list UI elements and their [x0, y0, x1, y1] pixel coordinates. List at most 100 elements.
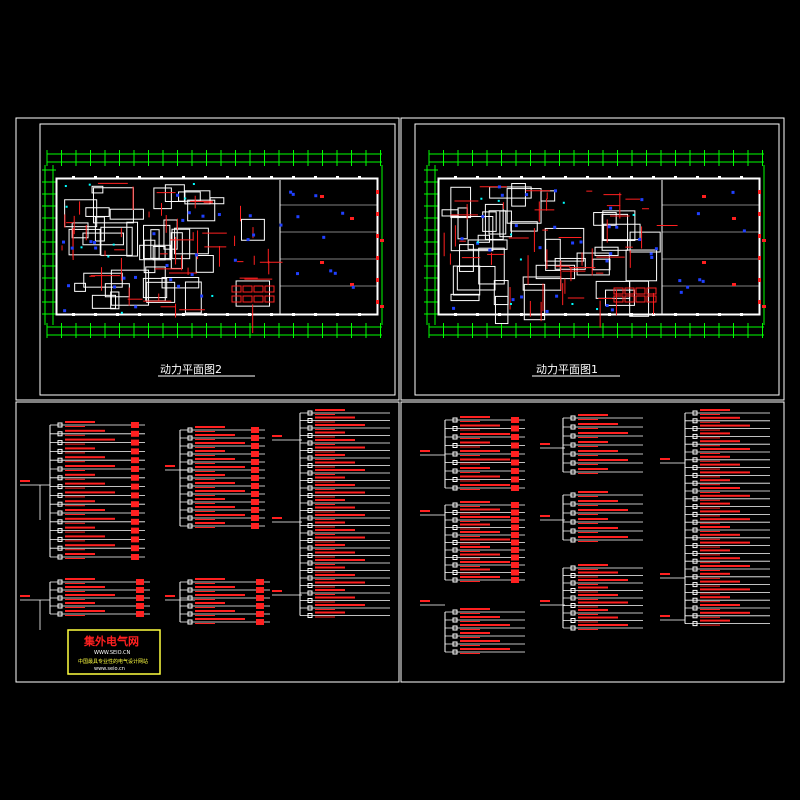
- room-wall: [499, 210, 512, 238]
- circuit-label-bar: [65, 544, 115, 547]
- circuit-label-bar: [195, 431, 215, 432]
- circuit-label-bar: [578, 496, 598, 497]
- device-symbol: [94, 246, 98, 250]
- junction-mark: [88, 183, 91, 186]
- breaker-symbol: [187, 579, 193, 585]
- logo-subtitle-2: www.seio.cn: [94, 666, 125, 672]
- device-symbol: [201, 214, 205, 218]
- device-symbol: [351, 285, 355, 289]
- circuit-label-bar: [195, 434, 235, 436]
- room-wall: [161, 277, 200, 289]
- breaker-symbol: [307, 448, 313, 453]
- circuit-label-bar: [65, 615, 85, 616]
- circuit-label-bar: [700, 572, 730, 575]
- breaker-symbol: [452, 547, 458, 553]
- circuit-label-bar: [460, 528, 480, 530]
- structural-column: [696, 176, 699, 179]
- room-wall: [535, 264, 576, 280]
- circuit-label-bar: [315, 481, 335, 483]
- circuit-label-bar: [315, 574, 355, 576]
- circuit-label-bar: [315, 521, 345, 524]
- junction-mark: [184, 197, 187, 200]
- device-symbol: [696, 212, 700, 216]
- circuit-label-bar: [195, 495, 215, 496]
- room-wall: [184, 190, 211, 205]
- circuit-label-bar: [315, 429, 335, 430]
- breaker-symbol: [692, 433, 698, 439]
- structural-column: [226, 313, 229, 316]
- breaker-symbol: [692, 550, 698, 556]
- load-tag: [131, 545, 139, 552]
- structural-column: [160, 176, 163, 179]
- breaker-symbol: [57, 466, 63, 472]
- load-tag: [511, 577, 519, 583]
- circuit-label-bar: [315, 416, 355, 419]
- circuit-label-bar: [700, 494, 750, 497]
- circuit-label-bar: [195, 586, 235, 588]
- equipment-panel: [624, 295, 635, 303]
- breaker-symbol: [692, 472, 698, 478]
- room-wall: [629, 280, 650, 317]
- circuit-label-bar: [700, 565, 750, 567]
- circuit-label-bar: [578, 599, 598, 600]
- room-wall: [82, 232, 124, 246]
- structural-column: [520, 176, 523, 179]
- circuit-label-bar: [578, 437, 598, 438]
- structural-column: [292, 313, 295, 316]
- room-wall: [71, 222, 89, 239]
- load-tag: [251, 443, 259, 449]
- breaker-symbol: [187, 603, 193, 609]
- breaker-symbol: [307, 598, 313, 603]
- circuit-label-bar: [700, 448, 750, 450]
- circuit-label-bar: [195, 602, 225, 604]
- breaker-symbol: [692, 566, 698, 572]
- circuit-label-bar: [700, 515, 720, 517]
- circuit-label-bar: [65, 586, 105, 588]
- breaker-symbol: [452, 443, 458, 448]
- room-wall: [484, 203, 504, 240]
- device-symbol: [698, 278, 702, 282]
- structural-column: [454, 313, 457, 316]
- circuit-label-bar: [460, 561, 510, 563]
- circuit-label-bar: [195, 439, 215, 440]
- circuit-label-bar: [578, 586, 608, 589]
- circuit-label-bar: [65, 610, 105, 612]
- breaker-symbol: [570, 451, 576, 457]
- circuit-label-bar: [65, 452, 85, 454]
- circuit-label-bar: [578, 523, 598, 524]
- circuit-label-bar: [315, 421, 335, 423]
- circuit-label-bar: [65, 535, 105, 538]
- circuit-label-bar: [578, 509, 628, 511]
- breaker-symbol: [307, 613, 313, 618]
- circuit-label-bar: [315, 549, 335, 550]
- structural-column: [476, 313, 479, 316]
- circuit-label-bar: [65, 531, 85, 533]
- breaker-symbol: [452, 477, 458, 482]
- device-symbol: [679, 290, 683, 294]
- circuit-label-bar: [65, 583, 85, 584]
- circuit-label-bar: [578, 532, 598, 533]
- breaker-symbol: [57, 484, 63, 490]
- circuit-label-bar: [315, 609, 335, 610]
- circuit-label-bar: [700, 421, 720, 423]
- load-tag: [251, 515, 259, 521]
- circuit-label-bar: [460, 624, 510, 626]
- circuit-label-bar: [460, 645, 480, 646]
- room-wall: [91, 185, 104, 194]
- circuit-label-bar: [315, 506, 355, 509]
- circuit-label-bar: [65, 517, 115, 520]
- circuit-label-bar: [578, 459, 628, 461]
- breaker-symbol: [692, 441, 698, 447]
- socket-outlet: [758, 256, 761, 260]
- circuit-label-bar: [315, 544, 345, 546]
- circuit-label-bar: [460, 629, 480, 630]
- room-wall: [143, 224, 171, 260]
- circuit-label-bar: [460, 543, 480, 545]
- circuit-label-bar: [315, 594, 335, 595]
- circuit-label-bar: [578, 414, 608, 416]
- structural-column: [696, 313, 699, 316]
- circuit-label-bar: [700, 455, 730, 458]
- breaker-symbol: [187, 443, 193, 449]
- socket-outlet: [758, 212, 761, 216]
- load-tag: [136, 579, 144, 585]
